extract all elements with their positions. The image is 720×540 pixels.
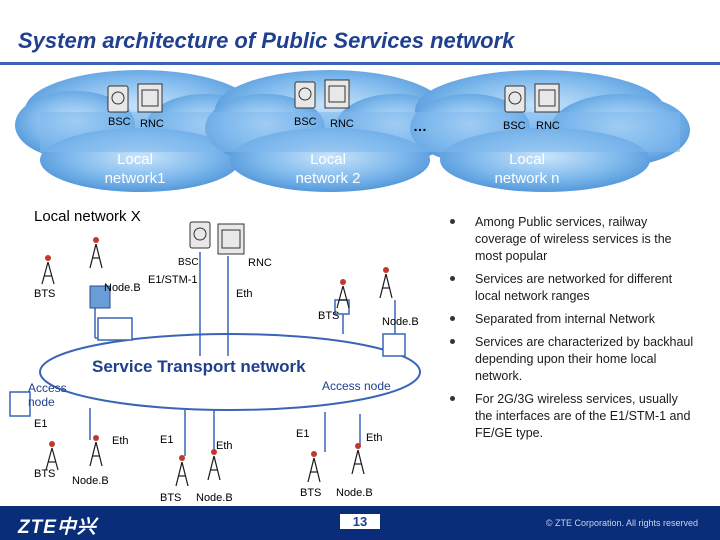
cloud-ellipsis: … [413,118,427,134]
bullet-item: Services are networked for different loc… [446,271,696,305]
bts-icon [175,455,189,487]
bottom-right-nodeb-label: Node.B [336,487,373,499]
bottom-right-eth-label: Eth [366,432,383,444]
bottom-left-nodeb-label: Node.B [72,475,109,487]
bottom-left-bts-label: BTS [34,468,56,480]
tower-group [41,237,393,487]
service-transport-network-label: Service Transport network [92,357,306,376]
title-underline [0,62,720,65]
cloud-equipment [107,79,560,113]
bottom-mid-eth-label: Eth [216,440,233,452]
feature-bullet-list: Among Public services, railway coverage … [446,214,696,448]
copyright-text: © ZTE Corporation. All rights reserved [545,518,698,528]
local-network-x-title: Local network X [34,208,141,225]
bottom-mid-e1-label: E1 [160,434,174,446]
nodeb-icon [351,443,365,475]
bottom-mid-nodeb-label: Node.B [196,492,233,504]
left-ring-box [9,391,31,417]
zte-logo: ZTE中兴 [18,517,97,538]
eth-label: Eth [236,288,253,300]
bottom-left-eth-label: Eth [112,435,129,447]
left-site-box [89,285,111,309]
access-node-right-label: Access node [322,379,391,393]
cloud-2-bsc-label: BSC [294,116,317,128]
cloud-3-bsc-label: BSC [503,120,526,132]
right-nodeb-label: Node.B [382,316,419,328]
bullet-item: Separated from internal Network [446,311,696,328]
bullet-item: For 2G/3G wireless services, usually the… [446,391,696,442]
nodeb-icon [207,449,221,481]
cloud-1-bsc-label: BSC [108,116,131,128]
cloud-3-rnc-label: RNC [536,120,560,132]
nodeb-icon [89,435,103,467]
bsc-icon [189,221,211,249]
service-transport-ring [39,333,421,411]
nodeb-icon [379,267,393,299]
bottom-mid-bts-label: BTS [160,492,182,504]
bts-icon [307,451,321,483]
nodeb-icon [89,237,103,269]
local-x-nodeb-label: Node.B [104,282,141,294]
cloud-band [15,70,690,192]
local-x-bts-label: BTS [34,288,56,300]
bullet-item: Among Public services, railway coverage … [446,214,696,265]
bts-icon [45,441,59,471]
bsc-icon [294,81,316,109]
bts-icon [41,255,55,285]
right-bts-label: BTS [318,310,340,322]
e1-stm1-label: E1/STM-1 [148,274,198,286]
bottom-right-bts-label: BTS [300,487,322,499]
bullet-item: Services are characterized by backhaul d… [446,334,696,385]
slide-title: System architecture of Public Services n… [18,28,515,53]
left-access-box [97,317,133,341]
page-number: 13 [340,514,380,529]
cloud-2-rnc-label: RNC [330,118,354,130]
bts-icon [336,279,350,309]
bsc-icon [107,85,129,113]
cloud-1-rnc-label: RNC [140,118,164,130]
local-x-bsc-label: BSC [178,257,199,268]
bsc-icon [504,85,526,113]
local-x-rnc-label: RNC [248,257,272,269]
bottom-right-e1-label: E1 [296,428,310,440]
bottom-left-e1-label: E1 [34,418,48,430]
local-x-core [189,221,245,255]
right-access-box [382,333,406,357]
